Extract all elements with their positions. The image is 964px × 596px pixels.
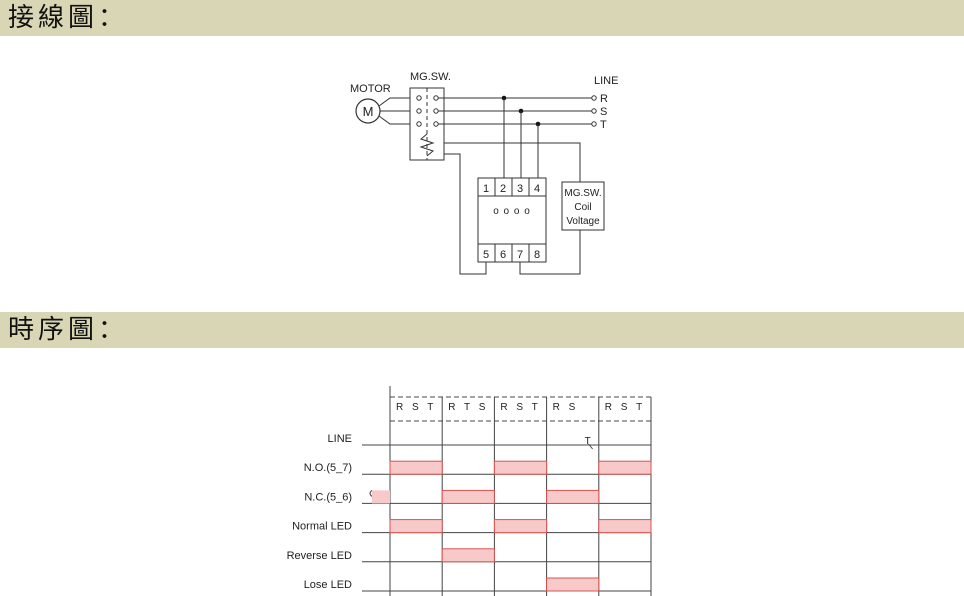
phase-s-label: S — [600, 106, 607, 118]
motor-leads — [378, 97, 418, 125]
timing-section-header: 時序圖： — [0, 312, 964, 348]
wiring-section-title: 接線圖： — [8, 3, 129, 33]
nc-prestate-mark — [369, 490, 375, 503]
phase-r-label: R — [600, 93, 608, 105]
timing-pulse — [441, 489, 495, 504]
terminal-1: 1 — [483, 183, 489, 195]
phase-sequence-label: R S T — [500, 402, 540, 413]
line-terminals — [591, 95, 597, 127]
phase-sequence-label: R S T — [396, 402, 436, 413]
coil-box-line-1: MG.SW. — [564, 188, 601, 199]
motor-symbol — [355, 98, 381, 124]
terminal-4: 4 — [534, 183, 540, 195]
timing-pulse — [389, 519, 443, 534]
timing-pulse — [546, 577, 600, 592]
terminal-5: 5 — [483, 249, 489, 261]
phase-t-label: T — [600, 119, 607, 131]
relay-feed-wires — [503, 98, 539, 178]
overload-heater-symbol — [419, 133, 435, 157]
timing-row-label: Reverse LED — [287, 550, 352, 562]
timing-pulse — [441, 548, 495, 563]
mgsw-contacts — [416, 95, 439, 127]
terminal-8: 8 — [534, 249, 540, 261]
timing-row-label: N.C.(5_6) — [304, 491, 352, 503]
mgsw-label: MG.SW. — [410, 71, 451, 83]
coil-voltage-box — [561, 181, 605, 231]
motor-label: MOTOR — [350, 83, 391, 95]
line-label: LINE — [594, 75, 618, 87]
line-event-tick — [588, 443, 593, 450]
timing-pulse — [598, 519, 652, 534]
terminal-2: 2 — [500, 183, 506, 195]
terminal-6: 6 — [500, 249, 506, 261]
timing-pulse — [493, 519, 548, 534]
coil-box-line-2: Coil — [574, 202, 591, 213]
terminal-3: 3 — [517, 183, 523, 195]
timing-pulse — [493, 460, 548, 475]
coil-box-line-3: Voltage — [566, 216, 600, 227]
relay-led-indicators: o o o o — [493, 206, 531, 217]
timing-row-label: Lose LED — [304, 579, 352, 591]
phase-sequence-label: R T S — [448, 402, 488, 413]
mgsw-box — [409, 87, 445, 161]
timing-section-title: 時序圖： — [8, 315, 129, 345]
junction-dots — [501, 95, 541, 127]
wiring-section-header: 接線圖： — [0, 0, 964, 36]
timing-row-label: LINE — [328, 433, 352, 445]
nc-prestate-fill — [372, 490, 390, 504]
line-conductors — [438, 97, 592, 125]
timing-row-label: N.O.(5_7) — [304, 462, 352, 474]
phase-sequence-label: R S T — [605, 402, 645, 413]
motor-symbol-letter: M — [363, 104, 374, 119]
control-wires — [444, 142, 581, 275]
timing-pulse — [546, 489, 600, 504]
timing-pulse — [598, 460, 652, 475]
phase-sequence-label: R S — [553, 402, 579, 413]
timing-pulse — [389, 460, 443, 475]
relay-body — [477, 177, 547, 263]
terminal-7: 7 — [517, 249, 523, 261]
timing-row-label: Normal LED — [292, 521, 352, 533]
line-event-label: T — [585, 436, 591, 447]
